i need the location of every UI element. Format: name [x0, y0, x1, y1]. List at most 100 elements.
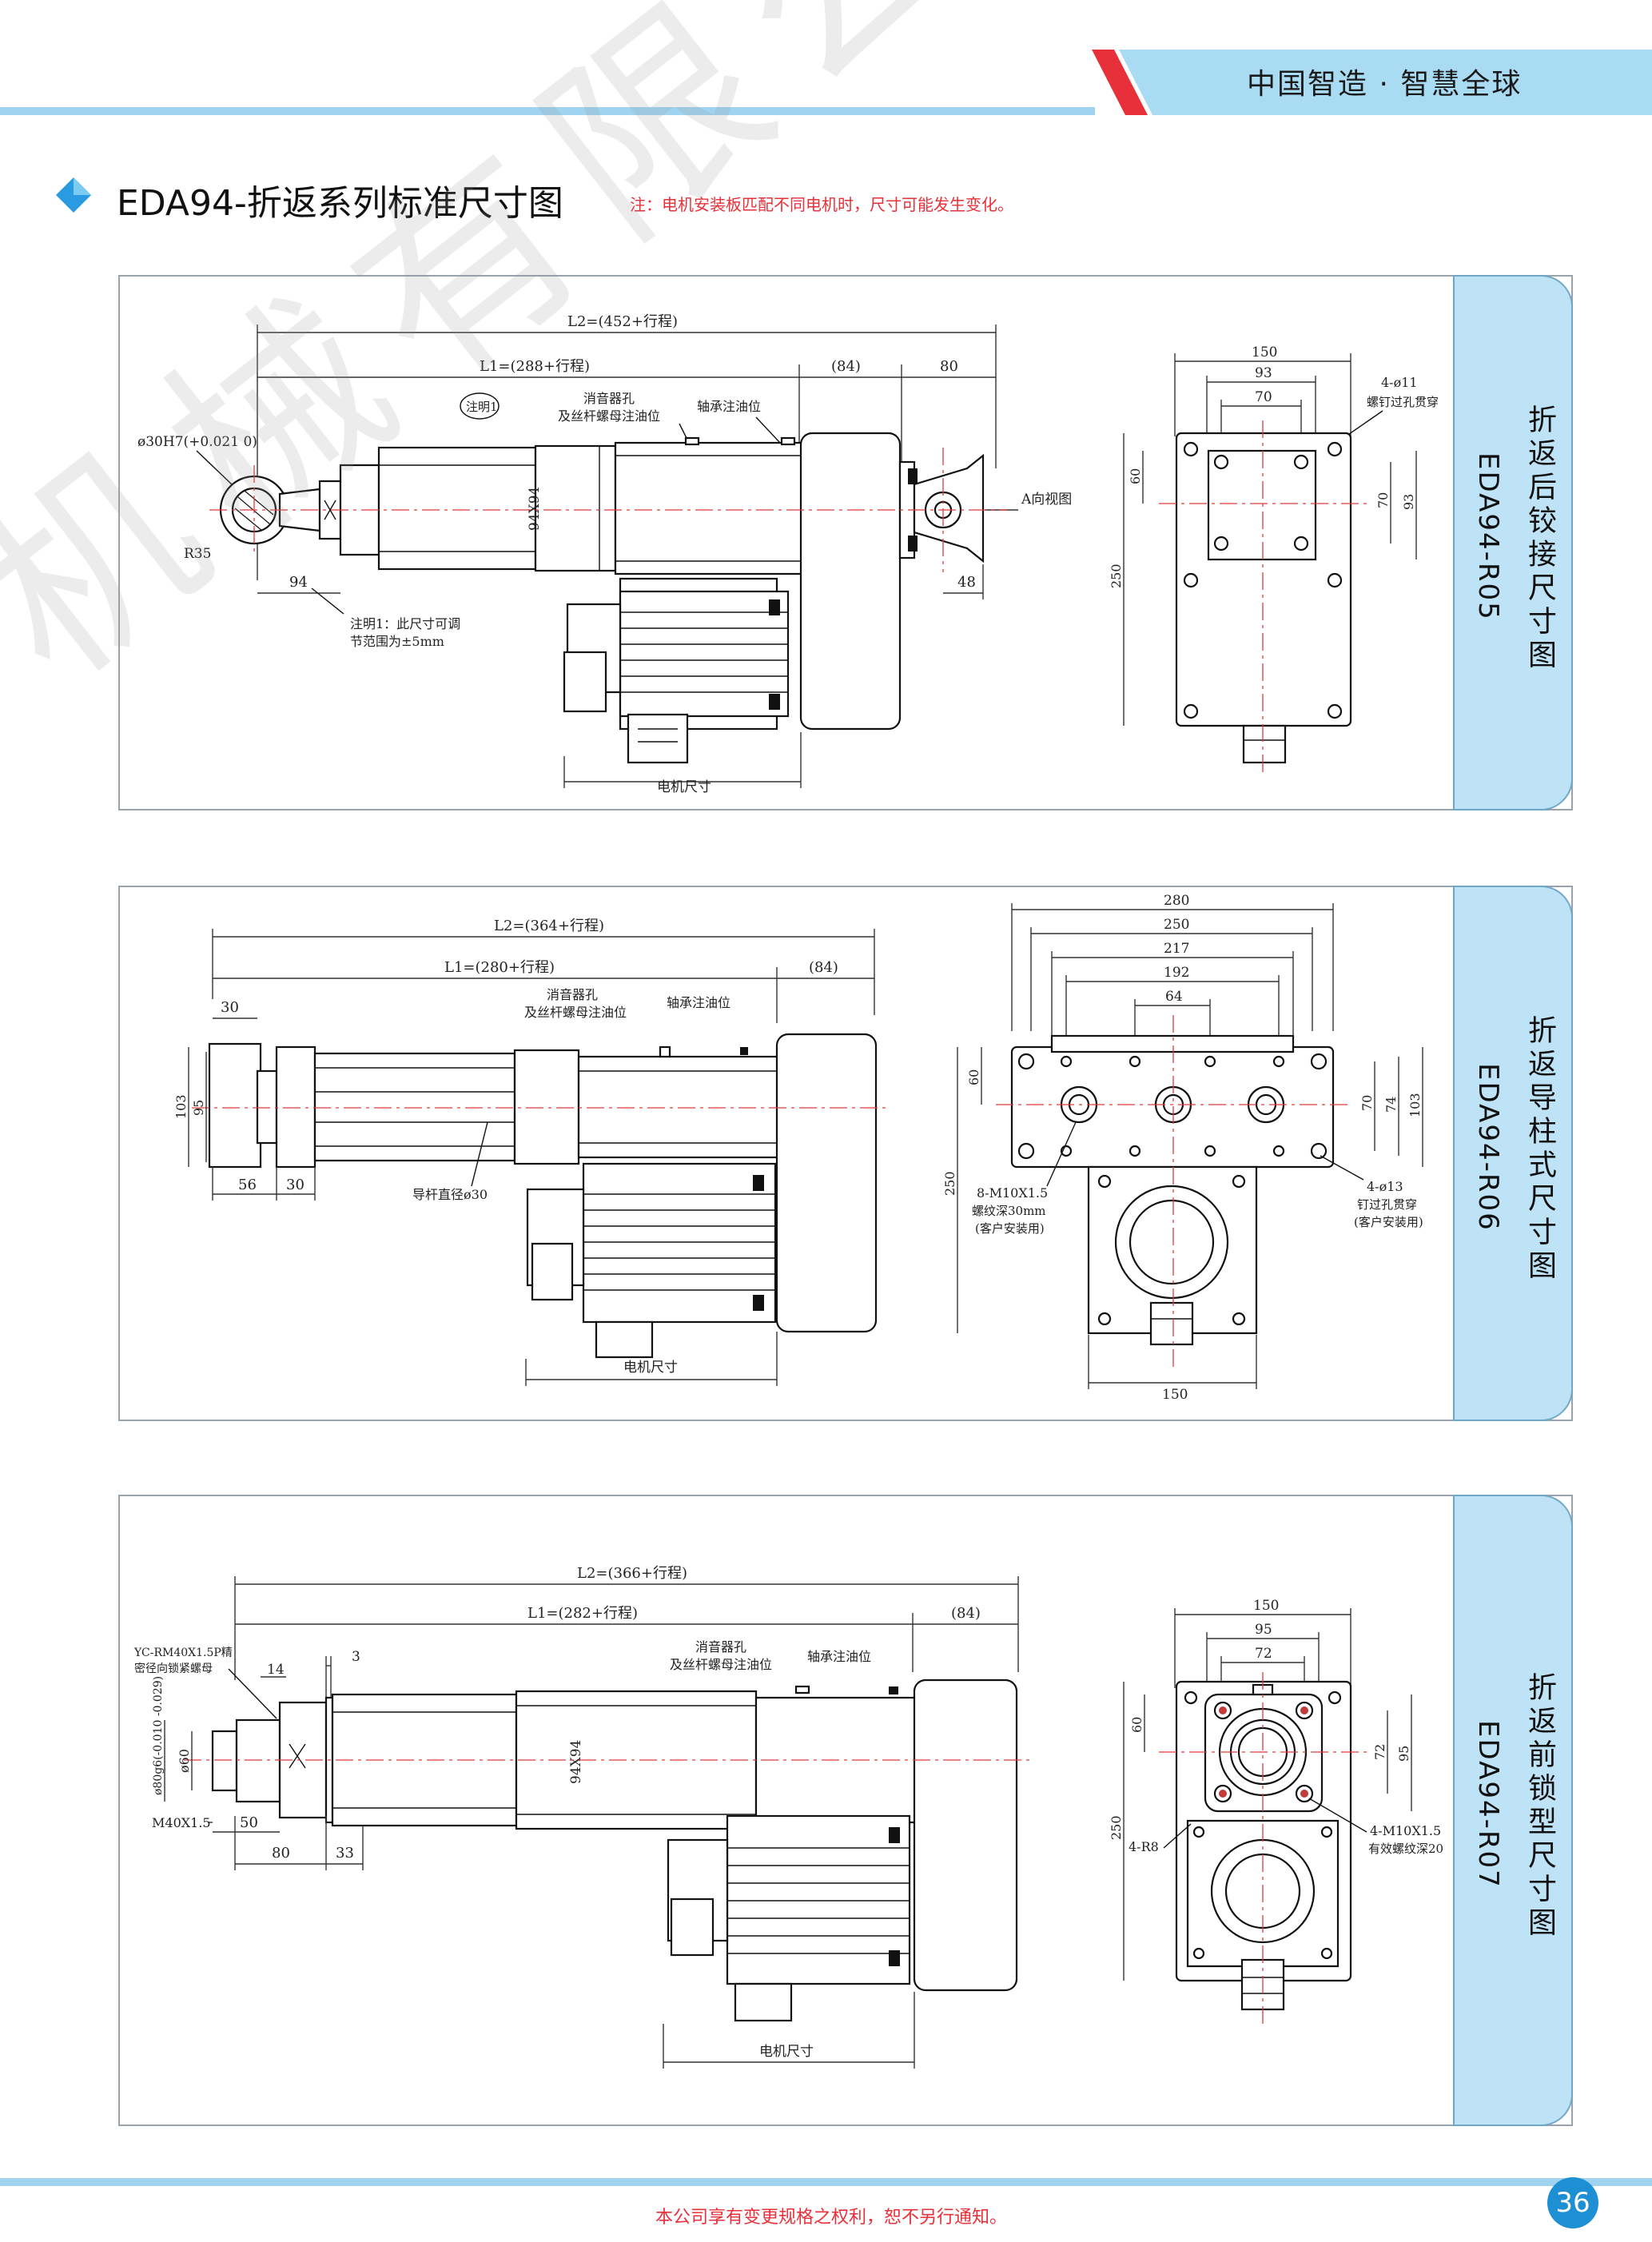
- dim-h60: 60: [966, 1069, 981, 1085]
- dim-h70: 70: [1359, 1095, 1375, 1111]
- thread-label: 8-M10X1.5: [977, 1185, 1048, 1201]
- hole-label: 4-ø13: [1367, 1179, 1403, 1194]
- hole-user: (客户安装用): [1354, 1215, 1423, 1229]
- nut-label-b: 密径向锁紧螺母: [134, 1662, 213, 1675]
- page-number: 36: [1547, 2177, 1598, 2228]
- panel-r07-name: 折返前锁型尺寸图: [1523, 1672, 1556, 1941]
- dim-w93: 93: [1255, 365, 1272, 381]
- drawing-r07: L2=(366+行程) L1=(282+行程) (84) YC-RM40X1.5…: [133, 1565, 1443, 2069]
- dim-30b: 30: [286, 1177, 305, 1193]
- motor-size-label: 电机尺寸: [657, 779, 711, 795]
- dim-3: 3: [352, 1649, 360, 1665]
- dim-d60: ø60: [177, 1749, 192, 1773]
- dim-w72: 72: [1255, 1646, 1272, 1662]
- dim-w192: 192: [1164, 965, 1189, 981]
- dim-84: (84): [831, 358, 861, 375]
- note1-line1: 注明1：此尺寸可调: [350, 616, 460, 631]
- dim-56: 56: [238, 1177, 257, 1193]
- footer-rule: [0, 2178, 1652, 2186]
- panel-r05-name: 折返后铰接尺寸图: [1523, 404, 1556, 673]
- panel-r06: L2=(364+行程) L1=(280+行程) (84) 30 消音器孔 及丝杆…: [118, 886, 1573, 1421]
- panel-r05-tab: 折返后铰接尺寸图 EDA94-R05: [1453, 275, 1573, 810]
- guide-label: 导杆直径ø30: [412, 1187, 488, 1202]
- dim-l2: L2=(452+行程): [567, 313, 678, 330]
- nut-oil-label: 及丝杆螺母注油位: [524, 1005, 627, 1020]
- dim-w150: 150: [1253, 1598, 1279, 1614]
- dim-14: 14: [267, 1662, 285, 1678]
- dim-hr103: 103: [1407, 1093, 1423, 1117]
- header-red-stripe: [1092, 50, 1148, 115]
- bearing-oil-label: 轴承注油位: [667, 995, 730, 1010]
- nut-label-a: YC-RM40X1.5P精: [133, 1647, 233, 1659]
- note1-tag: 注明1: [466, 400, 498, 414]
- dim-94: 94: [289, 574, 308, 591]
- dim-h60: 60: [1128, 468, 1143, 484]
- dim-l2: L2=(364+行程): [494, 918, 604, 934]
- dim-84: (84): [809, 959, 838, 976]
- panel-r07-tab: 折返前锁型尺寸图 EDA94-R07: [1453, 1495, 1573, 2126]
- dim-h93: 93: [1401, 494, 1416, 510]
- dim-h72: 72: [1372, 1744, 1387, 1760]
- page-title: EDA94-折返系列标准尺寸图: [117, 183, 563, 224]
- dim-30a: 30: [221, 999, 239, 1016]
- hole-desc: 钉过孔贯穿: [1357, 1197, 1417, 1212]
- header-rule: [0, 107, 1095, 115]
- r35-label: R35: [184, 546, 211, 562]
- motor-size-label: 电机尺寸: [759, 2044, 814, 2060]
- dim-w150: 150: [1252, 344, 1277, 360]
- r8-label: 4-R8: [1129, 1839, 1159, 1854]
- header-slogan-band: [1119, 50, 1652, 115]
- dim-h250: 250: [1109, 563, 1124, 588]
- dim-h103: 103: [173, 1094, 189, 1119]
- screw-depth: 有效螺纹深20: [1368, 1842, 1443, 1856]
- dim-w70: 70: [1255, 389, 1272, 405]
- panel-r06-name: 折返导柱式尺寸图: [1523, 1015, 1556, 1284]
- dim-h95: 95: [191, 1100, 206, 1116]
- dim-h74: 74: [1383, 1097, 1399, 1113]
- drawing-r05: L2=(452+行程) L1=(288+行程) (84) 80 注明1 消音器孔…: [137, 313, 1439, 795]
- dim-l1: L1=(282+行程): [527, 1605, 638, 1622]
- thread-label: M40X1.5: [152, 1815, 211, 1830]
- dim-84: (84): [951, 1605, 981, 1622]
- muffler-label: 消音器孔: [695, 1639, 746, 1655]
- panel-r07: L2=(366+行程) L1=(282+行程) (84) YC-RM40X1.5…: [118, 1495, 1573, 2126]
- dim-80: 80: [272, 1845, 290, 1862]
- view-a-label: A向视图: [1021, 492, 1072, 508]
- panel-r06-tab: 折返导柱式尺寸图 EDA94-R06: [1453, 886, 1573, 1421]
- bore-label: ø30H7(+0.021 0): [137, 434, 257, 450]
- nut-oil-label: 及丝杆螺母注油位: [558, 408, 660, 424]
- dim-h95: 95: [1396, 1746, 1411, 1762]
- tube-size-label: 94X94: [527, 487, 543, 531]
- drawing-r06: L2=(364+行程) L1=(280+行程) (84) 30 消音器孔 及丝杆…: [173, 893, 1423, 1403]
- dim-w250: 250: [1164, 917, 1189, 933]
- nut-oil-label: 及丝杆螺母注油位: [670, 1657, 772, 1672]
- dim-fit: ø80g6(-0.010 -0.029): [152, 1676, 165, 1795]
- dim-l1: L1=(288+行程): [480, 358, 590, 375]
- dim-l1: L1=(280+行程): [444, 959, 555, 976]
- hole-desc: 螺钉过孔贯穿: [1367, 395, 1439, 409]
- panel-r05-model: EDA94-R05: [1472, 452, 1504, 621]
- page-note: 注：电机安装板匹配不同电机时，尺寸可能发生变化。: [630, 195, 1013, 214]
- header-slogan: 中国智造 · 智慧全球: [1247, 68, 1523, 101]
- muffler-label: 消音器孔: [547, 987, 598, 1002]
- title-diamond-icon: [56, 177, 91, 213]
- dim-80: 80: [940, 358, 958, 375]
- footer-disclaimer: 本公司享有变更规格之权利，恕不另行通知。: [655, 2208, 1008, 2228]
- dim-48: 48: [957, 574, 976, 591]
- panel-r06-model: EDA94-R06: [1472, 1063, 1504, 1232]
- dim-w217: 217: [1164, 941, 1189, 957]
- dim-w150: 150: [1162, 1387, 1188, 1403]
- dim-h250: 250: [942, 1171, 957, 1196]
- bearing-oil-label: 轴承注油位: [697, 399, 761, 414]
- dim-w95: 95: [1255, 1622, 1272, 1638]
- thread-user: (客户安装用): [975, 1221, 1045, 1236]
- bearing-oil-label: 轴承注油位: [807, 1649, 871, 1664]
- dim-50: 50: [240, 1814, 258, 1831]
- dim-h250: 250: [1109, 1815, 1124, 1840]
- panel-r07-model: EDA94-R07: [1472, 1720, 1504, 1889]
- dim-w64: 64: [1165, 989, 1183, 1005]
- note1-line2: 节范围为±5mm: [350, 634, 444, 649]
- dim-33: 33: [336, 1845, 354, 1862]
- panel-r05: L2=(452+行程) L1=(288+行程) (84) 80 注明1 消音器孔…: [118, 275, 1573, 810]
- screw-label: 4-M10X1.5: [1370, 1823, 1441, 1838]
